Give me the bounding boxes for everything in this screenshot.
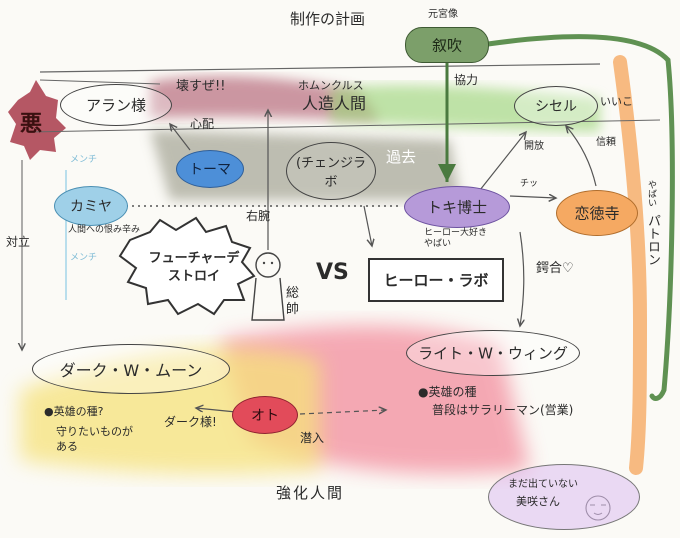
dark-oto-label: ダーク様! [164,415,217,429]
tairitsu-label: 対立 [6,235,31,249]
soushi-label: 総帥 [286,286,300,317]
kamiya-label: カミヤ [70,199,112,215]
misaki-node [488,464,640,530]
oto-node: オト [232,396,298,434]
vs-label: VS [316,260,349,285]
green-patron-line [485,34,675,401]
kamiya-note: 人間への恨み辛み [68,225,141,235]
kowasuze-label: 壊すぜ!! [176,79,226,94]
gensui-caption: 元宮像 [428,9,458,20]
toki-node: トキ博士 [404,186,510,228]
aku-blob [8,80,66,160]
dark-moon-label: ダーク・W・ムーン [59,361,203,380]
toki-note: ヒーロー大好き やばい [424,228,488,249]
shinpai-label: 心配 [190,117,215,131]
hero-lab-node: ヒーロー・ラボ [368,258,504,302]
kaihou-label: 開放 [524,141,544,152]
misaki-label: 美咲さん [516,495,560,508]
shiseru-note: いいこ [600,95,633,108]
chi-label: チッ [520,179,539,189]
change-lab-node: (チェンジラボ [286,142,376,200]
koitokuji-node: 恋徳寺 [556,190,638,236]
kyouka-label: 強化人間 [276,484,345,502]
kougi-label: 鍔合♡ [536,261,574,276]
shiseru-node: シセル [514,86,598,126]
menchi-label-1: メンチ [70,155,98,165]
light-wing-node: ライト・W・ウィング [406,330,580,376]
gensui-node: 叙吹 [405,27,489,63]
toma-label: トーマ [189,162,231,178]
koitokuji-label: 恋徳寺 [574,204,620,223]
light-wing-label: ライト・W・ウィング [418,344,568,363]
aku-label: 悪 [20,112,43,137]
homunculus-label: ホムンクルス [298,79,364,92]
kyouryoku-label: 協力 [454,73,479,87]
shiseru-label: シセル [535,99,577,115]
orange-stripe [613,55,648,475]
change-lab-label: (チェンジラボ [295,156,367,190]
dark-moon-node: ダーク・W・ムーン [32,344,230,394]
gensui-name: 叙吹 [431,36,462,55]
future-destroy-label: フューチャーデストロイ [148,251,240,284]
alan-node: アラン様 [60,84,172,126]
alan-label: アラン様 [85,96,146,115]
patron-label: パトロン [645,214,660,266]
toki-label: トキ博士 [426,198,487,217]
jinzou-label: 人造人間 [302,94,367,113]
mada-label: まだ出ていない [508,479,578,490]
shinrai-label: 信頼 [596,137,616,148]
future-destroy-burst [118,216,256,316]
menchi-label-2: メンチ [70,253,98,263]
light-bullet-1: ●英雄の種 [418,385,477,399]
page-title: 制作の計画 [290,10,366,28]
dark-bullet-2: 守りたいものがある [56,425,133,454]
kamiya-node: カミヤ [54,186,128,226]
migiude-label: 右腕 [246,209,271,223]
homunculus-band-maroon [150,76,380,120]
light-bullet-2: 普段はサラリーマン(営業) [432,403,574,417]
yabai-label: やばい [646,180,656,207]
dark-bullet-1: ●英雄の種? [44,405,104,418]
sennyu-label: 潜入 [300,431,325,445]
kako-label: 過去 [386,148,417,166]
toma-node: トーマ [176,150,244,188]
oto-label: オト [251,408,279,424]
hero-lab-label: ヒーロー・ラボ [383,271,489,290]
